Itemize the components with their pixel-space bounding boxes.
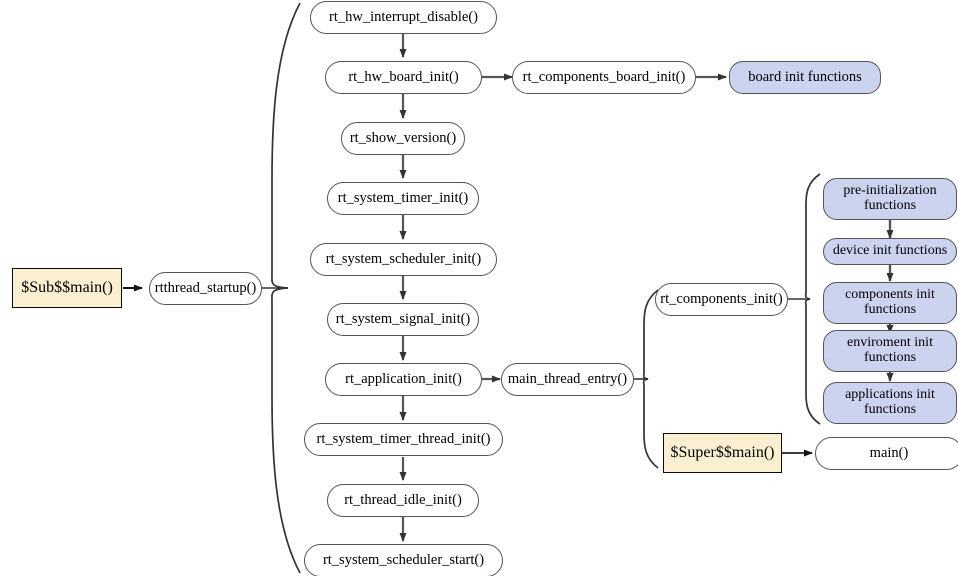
node-board-init-functions[interactable]: board init functions — [729, 61, 881, 94]
node-components-init-functions-label: components init functions — [845, 287, 935, 317]
node-rt-components-init-label: rt_components_init() — [660, 290, 783, 307]
node-rt-system-scheduler-init[interactable]: rt_system_scheduler_init() — [310, 243, 497, 276]
node-main[interactable]: main() — [815, 437, 958, 470]
node-components-init-functions[interactable]: components init functions — [823, 282, 957, 324]
node-rt-components-board-init[interactable]: rt_components_board_init() — [512, 61, 696, 94]
node-rt-system-scheduler-init-label: rt_system_scheduler_init() — [325, 250, 482, 267]
node-pre-initialization-functions-label: pre-initialization functions — [843, 183, 937, 213]
left-brace-startup-sequence — [271, 2, 301, 574]
node-pre-initialization-functions[interactable]: pre-initialization functions — [823, 178, 957, 220]
node-rt-system-timer-thread-init-label: rt_system_timer_thread_init() — [316, 430, 491, 447]
node-device-init-functions[interactable]: device init functions — [823, 238, 957, 265]
node-sub-main[interactable]: $Sub$$main() — [12, 268, 122, 308]
node-rt-system-timer-init[interactable]: rt_system_timer_init() — [327, 182, 479, 215]
node-rt-components-init[interactable]: rt_components_init() — [655, 283, 788, 316]
node-rtthread-startup[interactable]: rtthread_startup() — [149, 272, 262, 305]
node-device-init-functions-label: device init functions — [832, 243, 948, 259]
node-rt-show-version-label: rt_show_version() — [349, 129, 457, 146]
node-applications-init-functions-label: applications init functions — [845, 387, 935, 417]
node-rt-system-signal-init-label: rt_system_signal_init() — [335, 310, 471, 327]
node-rt-system-signal-init[interactable]: rt_system_signal_init() — [327, 303, 479, 336]
node-main-thread-entry[interactable]: main_thread_entry() — [501, 363, 634, 396]
node-enviroment-init-functions-label: enviroment init functions — [847, 335, 933, 365]
node-rt-components-board-init-label: rt_components_board_init() — [522, 68, 686, 85]
node-super-main[interactable]: $Super$$main() — [663, 433, 782, 473]
node-main-label: main() — [869, 444, 909, 461]
node-rt-application-init[interactable]: rt_application_init() — [325, 363, 482, 396]
node-sub-main-label: $Sub$$main() — [21, 278, 113, 296]
node-rt-thread-idle-init-label: rt_thread_idle_init() — [344, 491, 462, 508]
node-rtthread-startup-label: rtthread_startup() — [154, 279, 257, 296]
brace-init-functions — [804, 173, 821, 425]
node-rt-hw-board-init[interactable]: rt_hw_board_init() — [325, 61, 482, 94]
node-rt-application-init-label: rt_application_init() — [345, 370, 462, 387]
node-rt-system-timer-thread-init[interactable]: rt_system_timer_thread_init() — [304, 423, 503, 456]
node-rt-system-timer-init-label: rt_system_timer_init() — [337, 189, 469, 206]
node-rt-system-scheduler-start-label: rt_system_scheduler_start() — [322, 551, 485, 568]
node-rt-thread-idle-init[interactable]: rt_thread_idle_init() — [327, 484, 479, 517]
node-super-main-label: $Super$$main() — [670, 443, 775, 461]
brace-main-thread-entry — [642, 289, 659, 469]
node-enviroment-init-functions[interactable]: enviroment init functions — [823, 330, 957, 372]
node-rt-hw-interrupt-disable[interactable]: rt_hw_interrupt_disable() — [310, 1, 497, 34]
node-applications-init-functions[interactable]: applications init functions — [823, 382, 957, 424]
node-rt-system-scheduler-start[interactable]: rt_system_scheduler_start() — [304, 544, 503, 576]
node-rt-hw-interrupt-disable-label: rt_hw_interrupt_disable() — [329, 8, 478, 25]
node-board-init-functions-label: board init functions — [748, 68, 862, 85]
node-rt-hw-board-init-label: rt_hw_board_init() — [348, 68, 459, 85]
node-rt-show-version[interactable]: rt_show_version() — [341, 122, 465, 155]
node-main-thread-entry-label: main_thread_entry() — [507, 370, 628, 387]
